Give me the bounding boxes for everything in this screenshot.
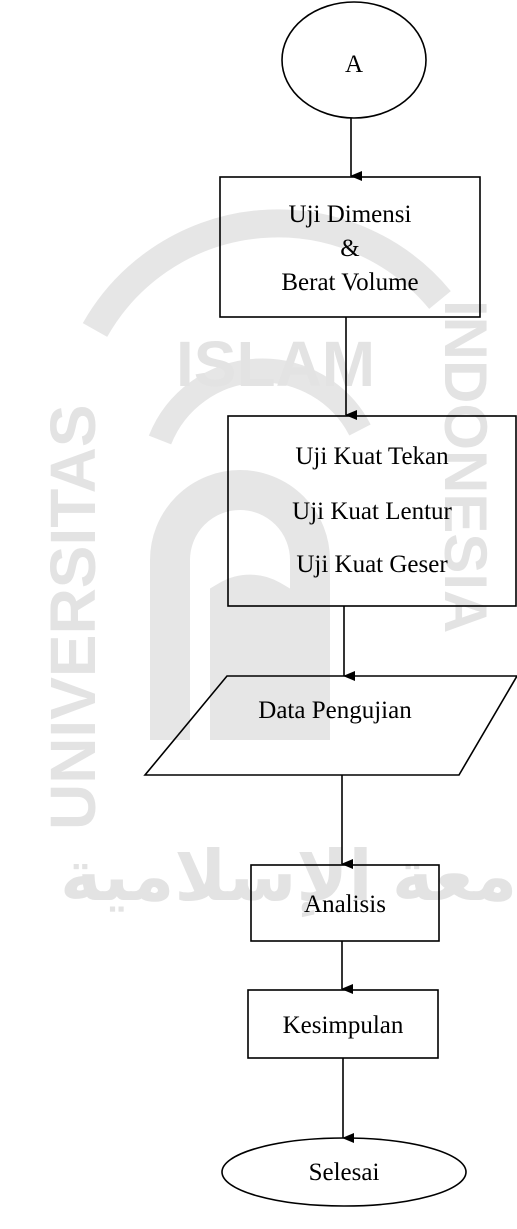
end-label: Selesai (309, 1159, 380, 1186)
dimension-test-box: Uji Dimensi & Berat Volume (219, 176, 481, 318)
conclusion-label: Kesimpulan (283, 1012, 404, 1039)
dimension-test-line3: Berat Volume (281, 269, 418, 296)
end-terminator: Selesai (221, 1137, 467, 1207)
analysis-box: Analisis (250, 864, 440, 942)
watermark-left-text: UNIVERSITAS (37, 404, 109, 830)
university-watermark-seal: UNIVERSITAS ISLAM INDONESIA الجامعة الإس… (37, 209, 517, 918)
strength-test-flexural: Uji Kuat Lentur (292, 498, 452, 525)
strength-test-compressive: Uji Kuat Tekan (295, 443, 449, 470)
watermark-arabic-text: الجامعة الإسلامية (60, 837, 517, 918)
connector-a: A (281, 1, 427, 119)
conclusion-box: Kesimpulan (247, 989, 439, 1059)
connector-a-label: A (345, 51, 363, 78)
watermark-top-text: ISLAM (176, 328, 375, 400)
analysis-label: Analisis (304, 891, 386, 918)
test-data-parallelogram: Data Pengujian (143, 675, 517, 776)
test-data-label: Data Pengujian (258, 697, 412, 724)
strength-test-shear: Uji Kuat Geser (296, 551, 448, 578)
dimension-test-line1: Uji Dimensi (289, 201, 412, 228)
strength-tests-box: Uji Kuat Tekan Uji Kuat Lentur Uji Kuat … (227, 415, 517, 607)
dimension-test-line2: & (340, 235, 359, 262)
watermark-right-text: INDONESIA (432, 300, 499, 633)
